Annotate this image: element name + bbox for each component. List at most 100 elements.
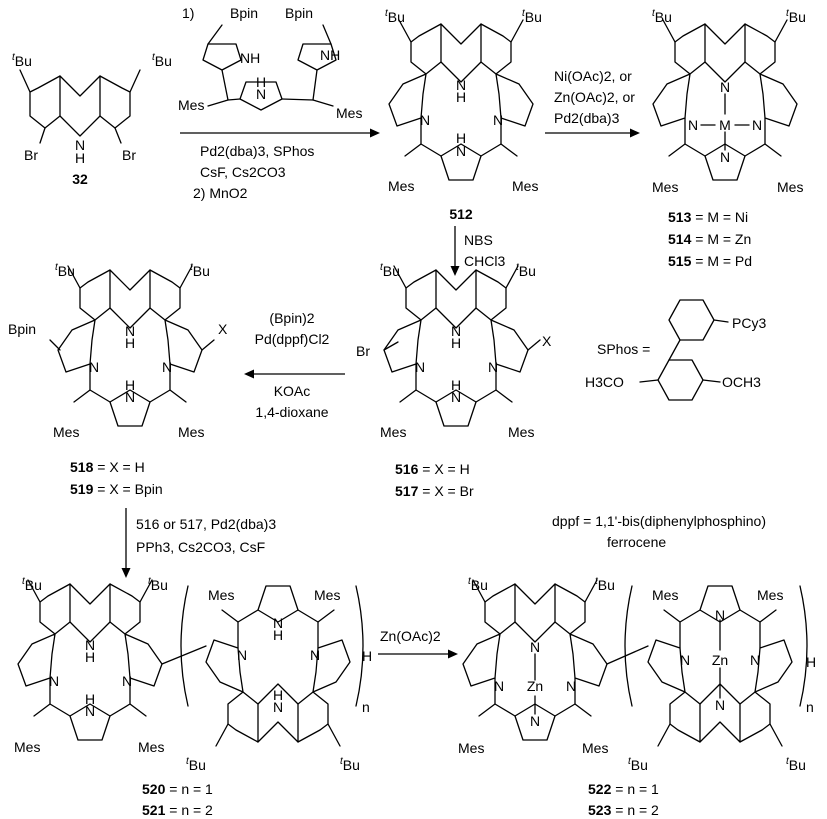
n-label: N (237, 647, 247, 663)
arrow-520-to-522: Zn(OAc)2 (378, 628, 458, 659)
n-label: N (456, 143, 466, 159)
tbu-label: tBu (380, 262, 400, 279)
h-label: H (256, 74, 266, 90)
h-label: H (75, 150, 85, 166)
n-label: N (530, 639, 540, 655)
tripyrrane-reagent: 1) Bpin Bpin NH NH H N Mes Mes (178, 5, 362, 121)
dppf-definition: dppf = 1,1'-bis(diphenylphosphino) ferro… (552, 513, 766, 550)
mes-label: Mes (178, 97, 204, 113)
compound-516-label: 516 = X = H (395, 461, 470, 477)
h-label: H (85, 691, 95, 707)
compound-519-label: 519 = X = Bpin (70, 481, 163, 497)
structure-32: tBu tBu Br Br N H 32 (12, 52, 172, 187)
reagent-text: CHCl3 (464, 253, 505, 269)
och3-label: OCH3 (722, 374, 761, 390)
zn-label: Zn (712, 652, 728, 668)
n-subscript: n (362, 699, 370, 715)
n-label: N (451, 323, 461, 339)
arrow-512-to-516: NBS CHCl3 (450, 226, 505, 276)
n-label: N (75, 137, 85, 153)
metal-label: M (719, 117, 731, 133)
compound-523-label: 523 = n = 2 (588, 802, 659, 818)
tbu-label: tBu (516, 262, 536, 279)
n-label: N (85, 703, 95, 719)
reagent-text: Zn(OAc)2 (380, 628, 441, 644)
reagent-text: 1,4-dioxane (255, 404, 328, 420)
tbu-label: tBu (152, 52, 172, 69)
tbu-label: tBu (190, 262, 210, 279)
sphos-label: SPhos = (597, 341, 650, 357)
n-label: N (488, 359, 498, 375)
h-label: H (85, 649, 95, 665)
tbu-label: tBu (628, 756, 648, 773)
tbu-label: tBu (522, 8, 542, 25)
zn-label: Zn (527, 678, 543, 694)
nh-label: NH (320, 47, 340, 63)
dppf-label: dppf = 1,1'-bis(diphenylphosphino) (552, 513, 766, 529)
mes-label: Mes (508, 424, 534, 440)
tbu-label: tBu (385, 8, 405, 25)
reagent-text: Pd(dppf)Cl2 (255, 331, 330, 347)
step-1-number: 1) (182, 5, 194, 21)
n-label: N (451, 389, 461, 405)
mes-label: Mes (757, 587, 783, 603)
n-label: N (125, 389, 135, 405)
n-label: N (273, 615, 283, 631)
compound-515-label: 515 = M = Pd (668, 253, 752, 269)
n-label: N (688, 117, 698, 133)
n-label: N (162, 359, 172, 375)
mes-label: Mes (388, 178, 414, 194)
nh-label: NH (240, 50, 260, 66)
tbu-label: tBu (22, 576, 42, 593)
structure-522-523: tBu tBu N N Zn N N Mes Mes Mes Mes N N Z… (458, 576, 816, 818)
tbu-label: tBu (340, 756, 360, 773)
arrow-516-to-518: (Bpin)2 Pd(dppf)Cl2 KOAc 1,4-dioxane (244, 310, 345, 420)
n-label: N (456, 77, 466, 93)
compound-512-label: 512 (449, 206, 473, 222)
sphos-definition: SPhos = PCy3 H3CO OCH3 (585, 299, 766, 401)
mes-label: Mes (336, 105, 362, 121)
mes-label: Mes (512, 178, 538, 194)
arrow-32-to-512 (180, 128, 380, 138)
n-label: N (752, 117, 762, 133)
structure-518-519: tBu tBu Bpin X N H N N H N Mes Mes 518 =… (8, 262, 228, 497)
reagent-text: 516 or 517, Pd2(dba)3 (136, 516, 276, 532)
tbu-label: tBu (186, 756, 206, 773)
bpin-label: Bpin (285, 5, 313, 21)
n-label: N (85, 637, 95, 653)
compound-520-label: 520 = n = 1 (142, 781, 213, 797)
h-label: H (125, 377, 135, 393)
tbu-label: tBu (148, 576, 168, 593)
h-label: H (273, 627, 283, 643)
end-h-label: H (806, 654, 816, 670)
mes-label: Mes (458, 740, 484, 756)
dppf-label: ferrocene (607, 534, 666, 550)
end-h-label: H (362, 648, 372, 664)
n-label: N (494, 678, 504, 694)
mes-label: Mes (582, 740, 608, 756)
reagent-text: Ni(OAc)2, or (554, 68, 632, 84)
br-label: Br (122, 147, 136, 163)
n-subscript: n (806, 699, 814, 715)
n-label: N (273, 699, 283, 715)
tbu-label: tBu (12, 52, 32, 69)
compound-514-label: 514 = M = Zn (668, 231, 751, 247)
br-label: Br (24, 147, 38, 163)
compound-513-label: 513 = M = Ni (668, 209, 748, 225)
structure-513-515: tBu tBu N N M N N Mes Mes 513 = M = Ni 5… (652, 8, 806, 269)
n-label: N (125, 323, 135, 339)
n-label: N (122, 673, 132, 689)
reagent-text: CsF, Cs2CO3 (200, 164, 286, 180)
n-label: N (720, 79, 730, 95)
n-label: N (493, 112, 503, 128)
n-label: N (715, 697, 725, 713)
h-label: H (456, 130, 466, 146)
n-label: N (750, 652, 760, 668)
n-label: N (530, 713, 540, 729)
x-label: X (542, 333, 552, 349)
h-label: H (451, 335, 461, 351)
mes-label: Mes (380, 424, 406, 440)
tbu-label: tBu (786, 8, 806, 25)
reagent-text: NBS (464, 232, 493, 248)
reagent-text: 2) MnO2 (193, 185, 248, 201)
